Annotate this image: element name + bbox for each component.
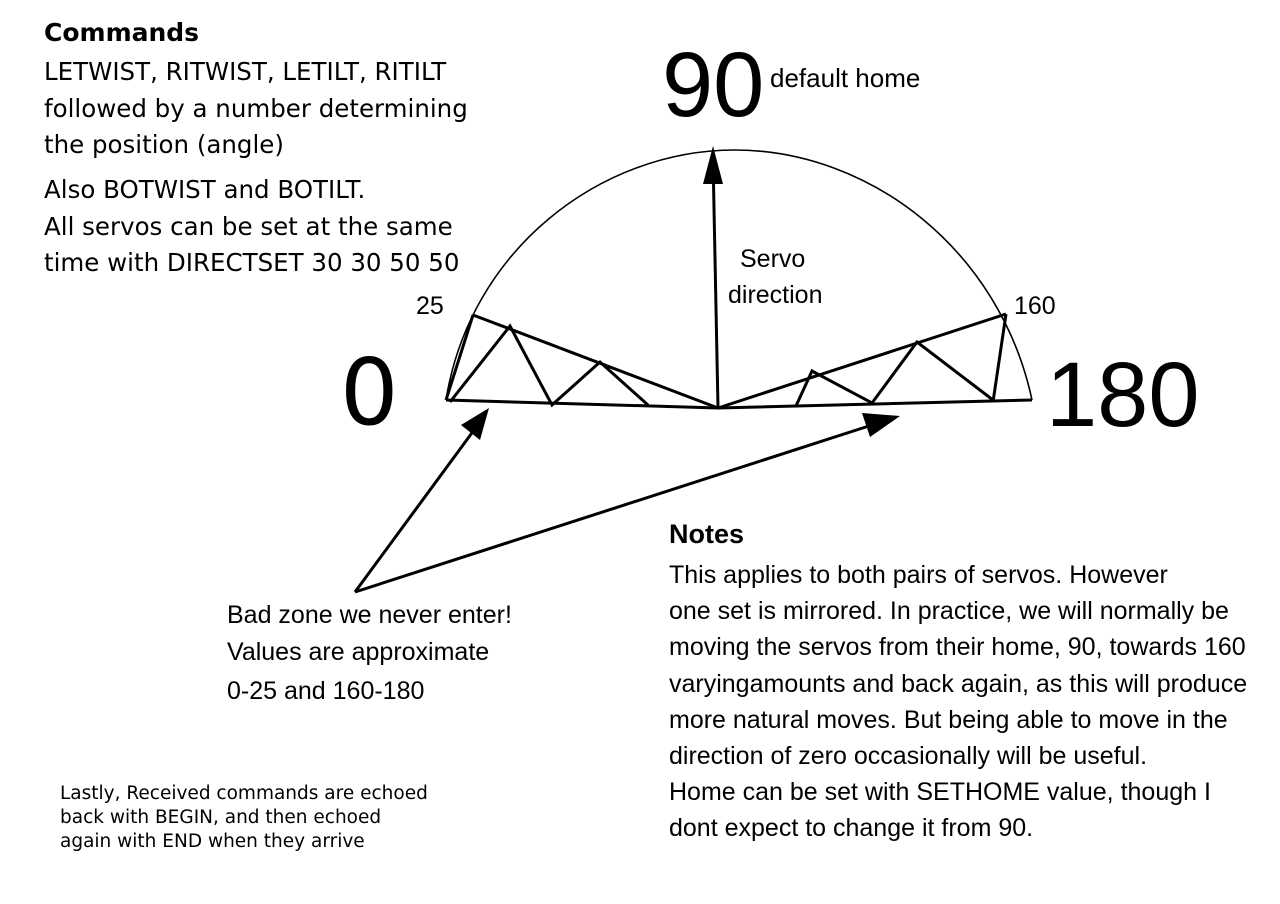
notes-line: varyingamounts and back again, as this w… [669,669,1248,698]
bad-zone-right-top [717,312,1007,410]
commands-line: followed by a number determining [44,93,468,123]
lastly-line: again with END when they arrive [60,831,365,852]
notes-line: This applies to both pairs of servos. Ho… [669,561,1168,589]
servo-range-arc [445,149,1033,401]
notes-title: Notes [669,519,745,549]
commands-extra-line: All servos can be set at the same [44,211,453,241]
bad-zone-line: Values are approximate [227,638,490,666]
lastly-line: Lastly, Received commands are echoed [60,783,428,804]
bad-zone-arrowhead-left [461,408,489,440]
bad-zone-arrow-left [353,425,479,593]
commands-description: LETWIST, RITWIST, LETILT, RITILT followe… [44,54,468,164]
servo-direction-label-line2: direction [728,281,823,309]
bad-zone-arrowhead-right [862,413,900,437]
label-home-text: default home [770,63,920,93]
label-25: 25 [416,292,444,320]
notes-line: dont expect to change it from 90. [669,814,1034,843]
servo-direction-arrowhead [703,146,723,184]
notes-line: one set is mirrored. In practice, we wil… [669,597,1229,626]
bad-zone-left-top [472,313,719,410]
commands-title: Commands [44,18,200,47]
lastly-line: back with BEGIN, and then echoed [60,807,382,828]
bad-zone-arrow-right [354,422,876,594]
notes-line: more natural moves. But being able to mo… [669,705,1228,734]
lastly-note: Lastly, Received commands are echoed bac… [60,782,428,854]
label-home-value: 90 [662,34,764,136]
servo-direction-label-line1: Servo [740,245,805,273]
right-truss [794,339,994,407]
notes-line: Home can be set with SETHOME value, thou… [669,778,1211,807]
bad-zone-line: 0-25 and 160-180 [227,677,425,705]
bad-zone-left-boundary [444,314,475,401]
label-max: 180 [1046,344,1200,446]
notes-line: moving the servos from their home, 90, t… [669,633,1246,662]
notes-line: direction of zero occasionally will be u… [669,742,1148,771]
servo-direction-arrow [711,157,720,409]
commands-extra: Also BOTWIST and BOTILT. All servos can … [44,172,459,282]
label-160: 160 [1014,292,1056,320]
commands-line: the position (angle) [44,130,284,159]
notes-body: This applies to both pairs of servos. Ho… [669,557,1247,847]
commands-extra-line: time with DIRECTSET 30 30 50 50 [44,248,460,277]
left-truss [448,323,650,408]
bad-zone-note: Bad zone we never enter! Values are appr… [227,597,512,710]
bad-zone-right-boundary [991,313,1008,403]
label-zero: 0 [340,339,399,446]
bad-zone-line: Bad zone we never enter! [227,601,512,629]
commands-line: LETWIST, RITWIST, LETILT, RITILT [44,57,447,86]
commands-extra-line: Also BOTWIST and BOTILT. [44,175,366,204]
